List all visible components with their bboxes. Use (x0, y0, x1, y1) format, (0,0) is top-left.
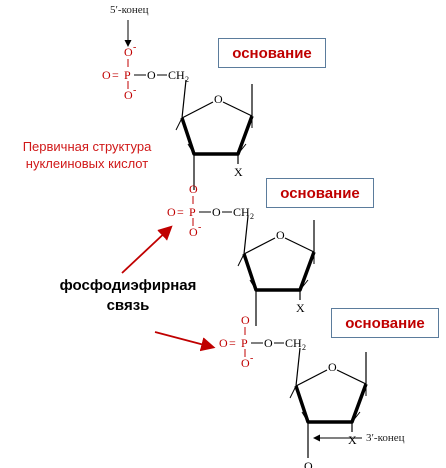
sugar-ring-2: OX (237, 215, 316, 326)
ring-front-bond (180, 115, 254, 156)
double-bond-sign: = (177, 205, 184, 219)
ch2-subscript: 2 (250, 212, 254, 221)
minus-sign: - (198, 222, 201, 233)
minus-sign: - (133, 85, 136, 96)
x-substituent: X (234, 165, 243, 179)
ring-bond (181, 101, 214, 119)
ring-bond (243, 237, 276, 255)
ch2-subscript: 2 (302, 343, 306, 352)
ring-oxygen: O (276, 228, 285, 242)
oxygen-minus: O (124, 88, 133, 102)
title-line-1: Первичная структура (22, 139, 152, 154)
h-bond-tick (237, 253, 245, 267)
oxygen-ester: O (147, 68, 156, 82)
oxygen-minus: O (241, 356, 250, 370)
phosphorus-atom: P (241, 336, 248, 350)
title-line-2: нуклеиновых кислот (25, 156, 149, 171)
base-box-3: основание (331, 308, 439, 338)
h-bond-tick (237, 143, 247, 155)
minus-sign: - (250, 353, 253, 364)
base-box-2: основание (266, 178, 374, 208)
double-bond-sign: = (112, 68, 119, 82)
double-bond-sign: = (229, 336, 236, 350)
oxygen-minus: O (124, 45, 133, 59)
phosphodiester-bond-label: фосфодиэфирная связь (28, 276, 228, 316)
ch2-subscript: 2 (185, 75, 189, 84)
primary-structure-title: Первичная структура нуклеиновых кислот (4, 138, 170, 172)
three-prime-end-label: 3′-конец (366, 432, 405, 444)
h-bond-tick (175, 117, 183, 131)
ch2-group: CH (168, 68, 185, 82)
bond-line-2: связь (106, 297, 150, 314)
base-box-1: основание (218, 38, 326, 68)
h-bond-tick (299, 279, 309, 291)
ring-oxygen: O (214, 92, 223, 106)
ring-bond (336, 369, 367, 385)
ring-front-bond (294, 383, 368, 424)
bond-line-1: фосфодиэфирная (59, 277, 197, 294)
ring-bond (284, 237, 315, 253)
oxygen-bridge: O (241, 313, 250, 327)
ring-oxygen: O (328, 360, 337, 374)
h-bond-tick (351, 411, 361, 423)
c5-c4-bond (243, 215, 249, 255)
h-bond-tick (301, 411, 309, 423)
x-substituent: X (296, 301, 305, 315)
bond-arrow-1 (121, 225, 173, 274)
h-bond-tick (249, 279, 257, 291)
oxygen-double-bond: O (219, 336, 228, 350)
phosphorus-atom: P (189, 205, 196, 219)
x-substituent: X (348, 433, 357, 447)
ring-bond (295, 369, 328, 387)
oxygen-double-bond: O (167, 205, 176, 219)
ch2-group: CH (233, 205, 250, 219)
oxygen-ester: O (212, 205, 221, 219)
oxygen-double-bond: O (102, 68, 111, 82)
bond-arrow-2 (154, 331, 216, 352)
h-bond-tick (187, 143, 195, 155)
three-prime-oxygen: O (304, 459, 313, 468)
sugar-ring-3: OX (289, 347, 368, 458)
oxygen-minus: O (189, 225, 198, 239)
five-prime-end-label: 5′-конец (110, 4, 149, 16)
minus-sign: - (133, 42, 136, 53)
ring-front-bond (242, 251, 316, 292)
sugar-ring-1: OX (175, 79, 254, 190)
h-bond-tick (289, 385, 297, 399)
ring-bond (222, 101, 253, 117)
c5-c4-bond (295, 347, 301, 387)
phosphorus-atom: P (124, 68, 131, 82)
oxygen-bridge: O (189, 182, 198, 196)
c5-c4-bond (181, 79, 187, 119)
ch2-group: CH (285, 336, 302, 350)
oxygen-ester: O (264, 336, 273, 350)
